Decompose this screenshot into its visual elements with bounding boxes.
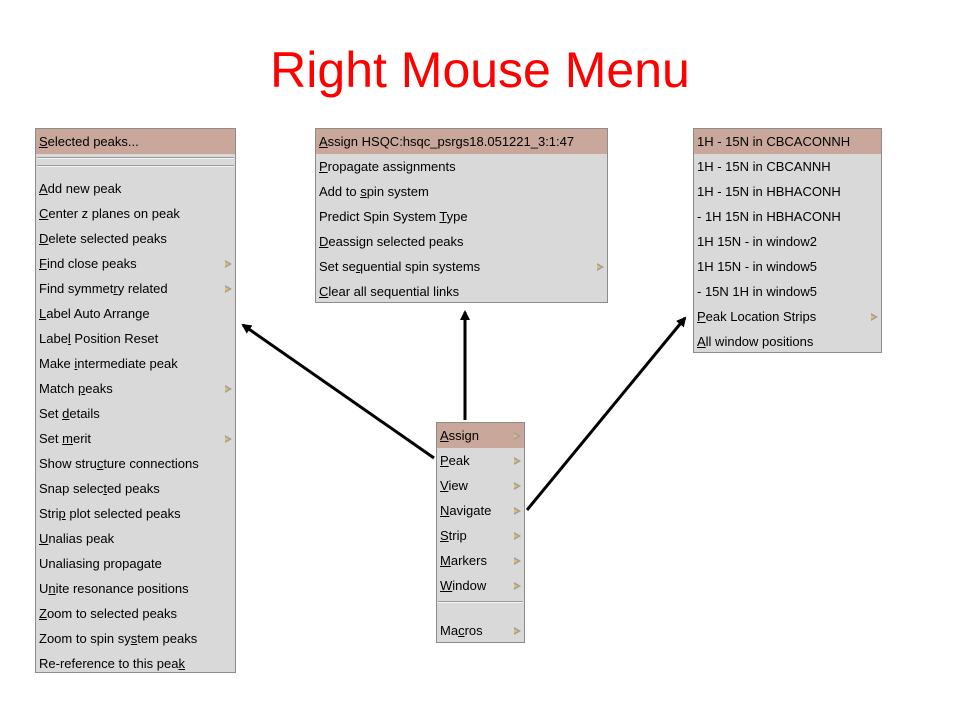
- submenu-arrow-icon: [225, 435, 232, 443]
- menu-item-unalias-peak[interactable]: Unalias peak: [39, 531, 115, 546]
- menu-item-strip-window5-alt[interactable]: - 15N 1H in window5: [697, 284, 817, 299]
- menu-item-find-close-peaks[interactable]: Find close peaks: [36, 251, 235, 276]
- submenu-arrow-icon: [514, 432, 521, 440]
- submenu-arrow-icon: [514, 627, 521, 635]
- menu-separator: [437, 598, 524, 618]
- submenu-arrow-icon: [514, 557, 521, 565]
- submenu-arrow-icon: [514, 482, 521, 490]
- menu-item-label-position-reset[interactable]: Label Position Reset: [39, 331, 159, 346]
- peak-context-menu: Selected peaks... Add new peak Center z …: [35, 128, 236, 673]
- menu-item-strip-cbcannh[interactable]: 1H - 15N in CBCANNH: [697, 159, 831, 174]
- menu-item-propagate-assignments[interactable]: Propagate assignments: [319, 159, 456, 174]
- menu-item-deassign-selected-peaks[interactable]: Deassign selected peaks: [319, 234, 464, 249]
- submenu-arrow-icon: [514, 582, 521, 590]
- menu-item-peak[interactable]: Peak: [437, 448, 524, 473]
- menu-item-strip[interactable]: Strip: [437, 523, 524, 548]
- menu-item-strip-hbhaconh[interactable]: 1H - 15N in HBHACONH: [697, 184, 841, 199]
- menu-item-peak-location-strips[interactable]: Peak Location Strips: [694, 304, 881, 329]
- submenu-arrow-icon: [871, 313, 878, 321]
- menu-item-markers[interactable]: Markers: [437, 548, 524, 573]
- menu-item-delete-selected-peaks[interactable]: Delete selected peaks: [39, 231, 167, 246]
- menu-item-strip-plot-selected-peaks[interactable]: Strip plot selected peaks: [39, 506, 181, 521]
- menu-item-macros[interactable]: Macros: [437, 618, 524, 643]
- page-title: Right Mouse Menu: [270, 42, 690, 98]
- menu-item-set-details[interactable]: Set details: [39, 406, 100, 421]
- arrow-to-peak-menu: [241, 323, 435, 460]
- menu-item-set-sequential-spin-systems[interactable]: Set sequential spin systems: [316, 254, 607, 279]
- menu-item-zoom-to-selected-peaks[interactable]: Zoom to selected peaks: [39, 606, 178, 621]
- arrow-to-strip-menu: [525, 316, 687, 511]
- menu-item-center-z-planes[interactable]: Center z planes on peak: [39, 206, 180, 221]
- submenu-arrow-icon: [225, 260, 232, 268]
- menu-separator: [36, 162, 235, 176]
- menu-item-unite-resonance-positions[interactable]: Unite resonance positions: [39, 581, 189, 596]
- menu-item-assign[interactable]: Assign: [437, 423, 524, 448]
- assign-submenu: Assign HSQC:hsqc_psrgs18.051221_3:1:47 P…: [315, 128, 608, 303]
- menu-item-add-new-peak[interactable]: Add new peak: [39, 181, 122, 196]
- submenu-arrow-icon: [597, 263, 604, 271]
- menu-item-re-reference-to-this-peak[interactable]: Re-reference to this peak: [39, 656, 185, 671]
- submenu-arrow-icon: [225, 385, 232, 393]
- submenu-arrow-icon: [225, 285, 232, 293]
- menu-item-match-peaks[interactable]: Match peaks: [36, 376, 235, 401]
- menu-item-add-to-spin-system[interactable]: Add to spin system: [319, 184, 429, 199]
- menu-item-strip-window2[interactable]: 1H 15N - in window2: [697, 234, 817, 249]
- menu-item-make-intermediate-peak[interactable]: Make intermediate peak: [39, 356, 178, 371]
- menu-item-zoom-to-spin-system-peaks[interactable]: Zoom to spin system peaks: [39, 631, 198, 646]
- strip-location-submenu: 1H - 15N in CBCACONNH 1H - 15N in CBCANN…: [693, 128, 882, 353]
- menu-item-strip-cbcaconnh[interactable]: 1H - 15N in CBCACONNH: [694, 129, 881, 154]
- submenu-arrow-icon: [514, 457, 521, 465]
- menu-item-window[interactable]: Window: [437, 573, 524, 598]
- menu-item-navigate[interactable]: Navigate: [437, 498, 524, 523]
- menu-separator: [36, 154, 235, 162]
- main-right-mouse-menu: Assign Peak View Navigate Strip Markers …: [436, 422, 525, 643]
- menu-item-all-window-positions[interactable]: All window positions: [697, 334, 814, 349]
- menu-item-strip-hbhaconh-alt[interactable]: - 1H 15N in HBHACONH: [697, 209, 841, 224]
- menu-item-strip-window5[interactable]: 1H 15N - in window5: [697, 259, 817, 274]
- menu-item-selected-peaks[interactable]: Selected peaks...: [36, 129, 235, 154]
- submenu-arrow-icon: [514, 532, 521, 540]
- menu-item-set-merit[interactable]: Set merit: [36, 426, 235, 451]
- menu-item-label-auto-arrange[interactable]: Label Auto Arrange: [39, 306, 150, 321]
- menu-item-view[interactable]: View: [437, 473, 524, 498]
- menu-item-predict-spin-system-type[interactable]: Predict Spin System Type: [319, 209, 468, 224]
- menu-item-find-symmetry-related[interactable]: Find symmetry related: [36, 276, 235, 301]
- submenu-arrow-icon: [514, 507, 521, 515]
- menu-item-snap-selected-peaks[interactable]: Snap selected peaks: [39, 481, 160, 496]
- menu-item-clear-all-sequential-links[interactable]: Clear all sequential links: [319, 284, 460, 299]
- menu-item-show-structure-connections[interactable]: Show structure connections: [39, 456, 199, 471]
- menu-item-unaliasing-propagate[interactable]: Unaliasing propagate: [39, 556, 162, 571]
- menu-item-assign-hsqc[interactable]: Assign HSQC:hsqc_psrgs18.051221_3:1:47: [316, 129, 607, 154]
